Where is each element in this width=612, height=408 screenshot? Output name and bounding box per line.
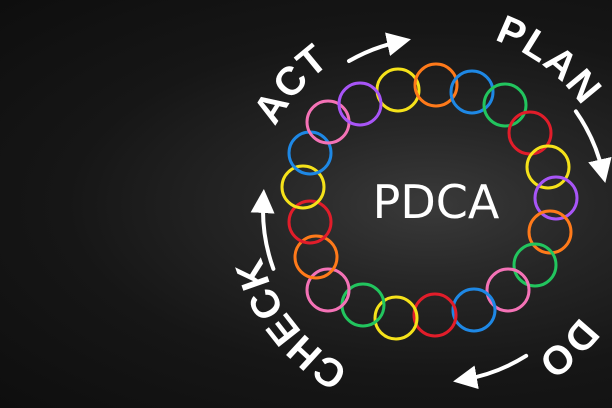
rubber-band xyxy=(305,99,351,145)
rubber-band xyxy=(512,242,558,288)
arrow-icon xyxy=(453,353,529,390)
step-do-label: DO xyxy=(531,311,607,387)
step-plan: PLAN xyxy=(490,7,609,112)
rubber-band xyxy=(280,164,326,210)
step-check-label: CHECK xyxy=(227,253,353,398)
rubber-band xyxy=(293,234,339,280)
center-label: PDCA xyxy=(373,175,500,229)
rubber-band xyxy=(451,287,497,333)
rubber-band xyxy=(412,292,458,338)
step-check: CHECK xyxy=(227,253,354,398)
rubber-band xyxy=(533,175,579,221)
step-act: ACT xyxy=(245,36,336,132)
rubber-band xyxy=(287,199,333,245)
rubber-band xyxy=(337,81,383,127)
arrow-icon xyxy=(250,189,276,271)
rubber-band-ring xyxy=(280,62,579,341)
rubber-band xyxy=(375,67,421,113)
rubber-band xyxy=(373,295,419,341)
step-plan-label: PLAN xyxy=(490,7,608,112)
rubber-band xyxy=(305,267,351,313)
cycle-arrows xyxy=(250,32,612,390)
rubber-band xyxy=(527,209,573,255)
rubber-band xyxy=(482,82,528,128)
step-do: DO xyxy=(531,311,608,387)
step-act-label: ACT xyxy=(245,36,335,132)
arrow-icon xyxy=(573,109,612,183)
rubber-band xyxy=(525,144,571,190)
arrow-icon xyxy=(347,32,411,64)
rubber-band xyxy=(449,69,495,115)
rubber-band xyxy=(485,267,531,313)
rubber-band xyxy=(413,62,459,108)
